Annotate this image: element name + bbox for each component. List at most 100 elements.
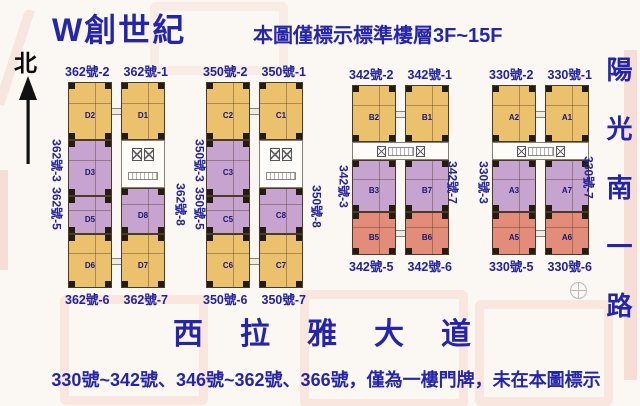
footnote: 330號~342號、346號~362號、366號，僅為一樓門牌，未在本圖標示 (51, 370, 601, 390)
unit-b2: B2 (352, 85, 396, 142)
building-block-a: 330號-2 330號-1 A2 A1 A3 A7 A5 A6 330號-3 3… (477, 68, 596, 274)
stairs-icon (387, 146, 414, 156)
address-label: 330號-6 (547, 260, 592, 274)
address-label: 350號-6 (203, 293, 248, 307)
address-label: 350號-7 (261, 293, 306, 307)
stairs-icon (128, 172, 158, 181)
unit-d6: D6 (68, 234, 112, 288)
address-labels-bottom: 330號-5 330號-6 (482, 256, 599, 275)
address-label-side: 362號-8 (173, 183, 188, 226)
unit-d1: D1 (121, 82, 165, 140)
unit-b5: B5 (352, 212, 396, 255)
address-label: 362號-1 (123, 65, 168, 79)
watermark (60, 295, 208, 405)
watermark (475, 300, 613, 406)
corridor-bridge (250, 258, 259, 265)
address-label-side: 342號-7 (445, 161, 460, 204)
address-labels-bottom: 350號-6 350號-7 (196, 289, 313, 308)
street-name-east: 陽光南一路 (603, 56, 633, 351)
elevator-icon (270, 147, 280, 161)
building-block-c: 350號-2 350號-1 C2 C1 C3 C5 C8 C6 C7 350號-… (193, 65, 324, 307)
watermark (624, 50, 637, 380)
watermark (0, 170, 8, 270)
elevator-icon (415, 145, 425, 157)
unit-b6: B6 (405, 212, 449, 255)
address-label: 342號-6 (407, 260, 452, 274)
address-label: 362號-7 (123, 293, 168, 307)
corridor-bridge (396, 111, 405, 118)
unit-b3: B3 (352, 160, 396, 212)
address-label-side: 330號-3 (476, 161, 491, 204)
elevator-icon (376, 145, 386, 157)
address-label-side: 350號-8 (309, 185, 324, 228)
elevator-core (121, 140, 165, 188)
unit-d8: D8 (121, 188, 165, 234)
building-block-d: 362號-2 362號-1 D2 D1 D3 D5 D8 D6 D7 362號-… (50, 65, 188, 307)
corridor-bridge (250, 108, 259, 115)
corridor-bridge (536, 230, 545, 237)
north-label: 北 (14, 50, 37, 76)
unit-a6: A6 (545, 212, 589, 255)
survey-mark-icon (570, 282, 587, 299)
unit-b1: B1 (405, 85, 449, 142)
elevator-core (259, 140, 303, 188)
address-label: 342號-2 (349, 68, 394, 82)
address-label-side: 362號-5 (49, 187, 64, 230)
watermark (300, 290, 468, 406)
unit-a3: A3 (492, 160, 536, 212)
unit-b7: B7 (405, 160, 449, 212)
unit-a2: A2 (492, 85, 536, 142)
address-label: 350號-2 (203, 65, 248, 79)
unit-d5: D5 (68, 196, 112, 234)
corridor-bridge (112, 258, 121, 265)
unit-c8: C8 (259, 188, 303, 234)
unit-c1: C1 (259, 82, 303, 140)
page-title: W創世紀 (52, 12, 187, 48)
unit-c6: C6 (206, 234, 250, 288)
address-label-side: 350號-5 (192, 187, 207, 230)
unit-a1: A1 (545, 85, 589, 142)
elevator-icon (282, 147, 292, 161)
address-label-side: 330號-7 (581, 156, 596, 199)
address-labels-top: 330號-2 330號-1 (482, 64, 599, 83)
address-label: 330號-1 (547, 68, 592, 82)
address-labels-bottom: 342號-5 342號-6 (342, 256, 459, 275)
corridor-bridge (536, 111, 545, 118)
unit-d2: D2 (68, 82, 112, 140)
address-label: 342號-5 (349, 260, 394, 274)
unit-c3: C3 (206, 140, 250, 196)
address-labels-bottom: 362號-6 362號-7 (58, 289, 175, 308)
address-labels-top: 342號-2 342號-1 (342, 64, 459, 83)
unit-a7: A7 (545, 160, 589, 212)
elevator-icon (144, 147, 154, 161)
corridor-bridge (112, 108, 121, 115)
elevator-core (492, 142, 589, 160)
address-label: 362號-2 (65, 65, 110, 79)
unit-c2: C2 (206, 82, 250, 140)
address-label: 342號-1 (407, 68, 452, 82)
elevator-icon (132, 147, 142, 161)
north-arrow-icon (19, 76, 37, 164)
unit-d3: D3 (68, 140, 112, 196)
unit-a5: A5 (492, 212, 536, 255)
address-label: 330號-5 (489, 260, 534, 274)
address-label: 330號-2 (489, 68, 534, 82)
unit-d7: D7 (121, 234, 165, 288)
elevator-icon (516, 145, 526, 157)
elevator-icon (555, 145, 565, 157)
address-label-side: 342號-3 (336, 165, 351, 208)
watermark (150, 2, 288, 75)
street-name-south: 西拉雅大道 (173, 318, 508, 351)
unit-c5: C5 (206, 196, 250, 234)
building-block-b: 342號-2 342號-1 B2 B1 B3 B7 B5 B6 342號-3 3… (337, 68, 460, 274)
elevator-core (352, 142, 449, 160)
floor-range-note: 本圖僅標示標準樓層3F~15F (253, 25, 503, 47)
address-label: 362號-6 (65, 293, 110, 307)
address-labels-top: 362號-2 362號-1 (58, 61, 175, 80)
unit-c7: C7 (259, 234, 303, 288)
address-label: 350號-1 (261, 65, 306, 79)
stairs-icon (266, 172, 296, 181)
address-labels-top: 350號-2 350號-1 (196, 61, 313, 80)
stairs-icon (527, 146, 554, 156)
